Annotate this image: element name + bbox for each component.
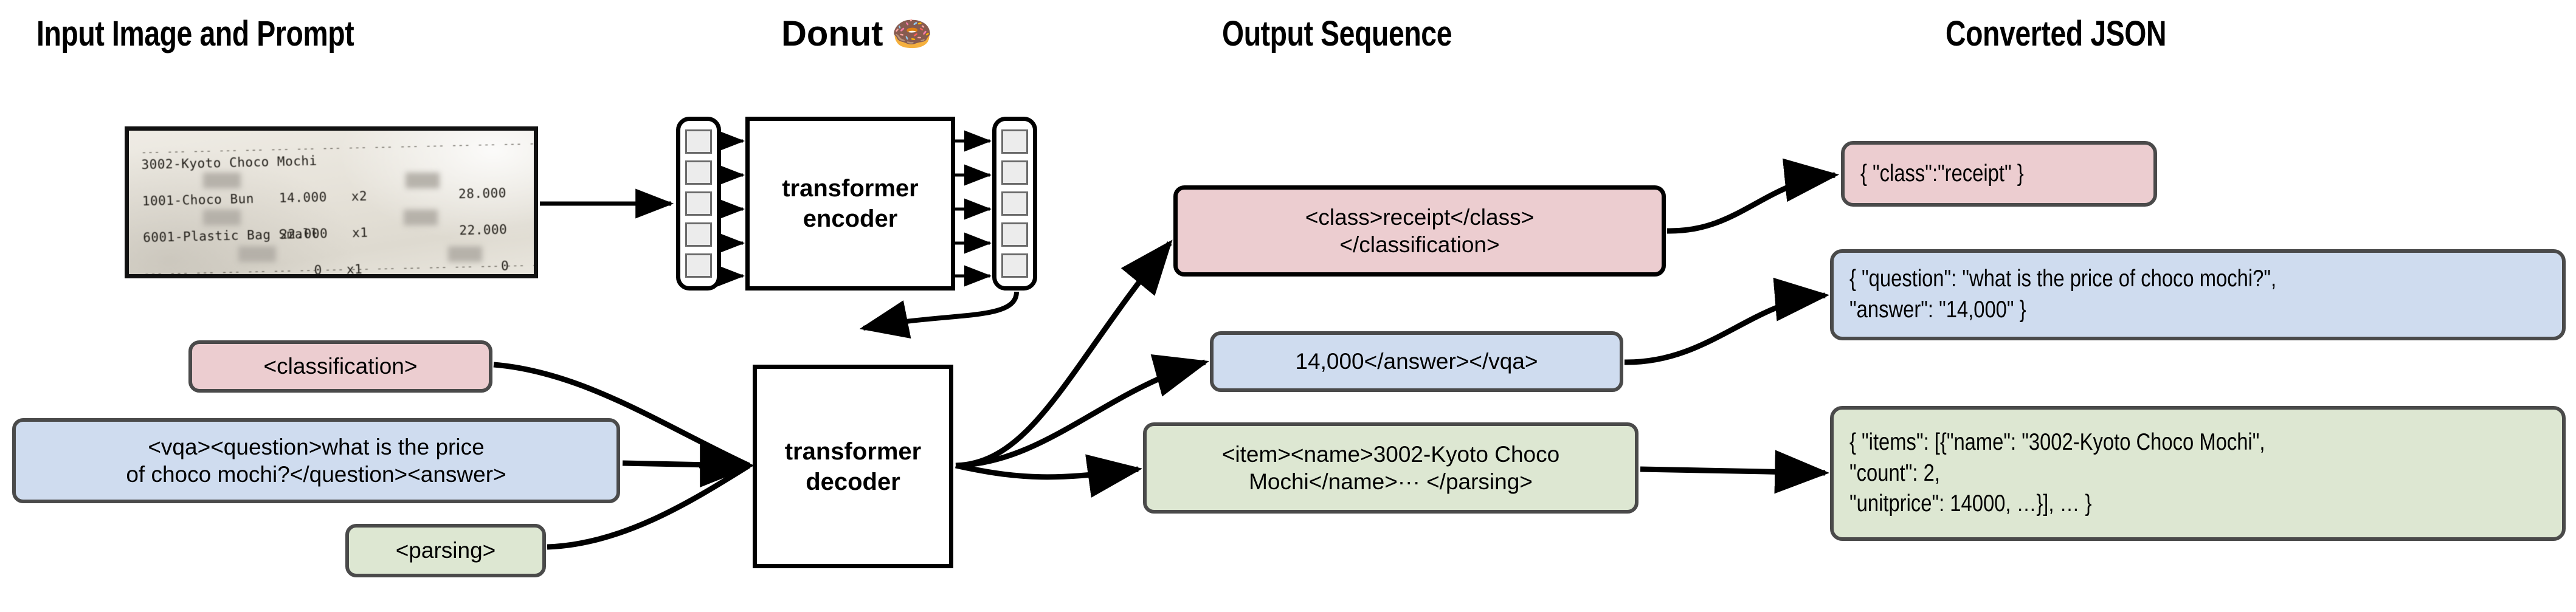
arrow-output-to-json-parsing — [1640, 450, 1830, 494]
receipt-redaction-1 — [203, 210, 241, 225]
encoder-input-token — [685, 222, 712, 247]
receipt-redaction-4 — [404, 210, 438, 225]
encoder-input-token — [685, 191, 712, 216]
arrow-encoder-to-decoder — [859, 291, 1019, 339]
output-vqa[interactable]: 14,000</answer></vqa> — [1210, 331, 1623, 392]
encoder-input-token — [685, 253, 712, 278]
json-vqa-text: { "question": "what is the price of choc… — [1849, 266, 2277, 323]
encoder-input-token-column — [676, 117, 721, 291]
arrow-output-to-json-classification — [1666, 158, 1840, 234]
receipt-redaction-5 — [448, 246, 482, 262]
arrow-decoder-to-output-parsing — [955, 454, 1143, 498]
prompt-vqa[interactable]: <vqa><question>what is the price of choc… — [12, 418, 620, 503]
donut-label: Donut — [781, 14, 883, 53]
arrow-decoder-to-output-classification — [955, 239, 1173, 469]
transformer-encoder-block: transformer encoder — [745, 117, 955, 291]
prompt-parsing[interactable]: <parsing> — [345, 524, 546, 577]
column-title-model: Donut 🍩 — [781, 13, 933, 54]
column-title-input: Input Image and Prompt — [36, 14, 354, 53]
arrow-encoder-to-tokens — [955, 130, 992, 287]
arrow-output-to-json-vqa — [1624, 277, 1830, 365]
encoder-output-token — [1001, 253, 1028, 278]
json-parsing[interactable]: { "items": [{"name": "3002-Kyoto Choco M… — [1830, 406, 2566, 541]
json-classification-text: { "class":"receipt" } — [1860, 160, 2024, 187]
donut-icon: 🍩 — [891, 15, 933, 52]
json-vqa[interactable]: { "question": "what is the price of choc… — [1830, 249, 2566, 340]
arrow-tokens-to-encoder — [717, 130, 745, 287]
column-title-output: Output Sequence — [1222, 14, 1452, 53]
receipt-image: --- --- --- --- --- --- --- --- --- --- … — [125, 126, 538, 278]
receipt-redaction-3 — [406, 173, 440, 188]
output-classification[interactable]: <class>receipt</class> </classification> — [1173, 185, 1666, 277]
transformer-decoder-block: transformer decoder — [753, 365, 953, 568]
encoder-output-token — [1001, 160, 1028, 185]
receipt-redaction-0 — [203, 173, 241, 188]
encoder-output-token — [1001, 222, 1028, 247]
encoder-output-token-column — [992, 117, 1037, 291]
output-parsing[interactable]: <item><name>3002-Kyoto Choco Mochi</name… — [1143, 422, 1638, 514]
encoder-output-token — [1001, 191, 1028, 216]
json-classification[interactable]: { "class":"receipt" } — [1841, 141, 2157, 207]
json-parsing-text: { "items": [{"name": "3002-Kyoto Choco M… — [1849, 428, 2265, 517]
encoder-output-token — [1001, 129, 1028, 154]
prompt-classification[interactable]: <classification> — [188, 340, 492, 393]
column-title-json: Converted JSON — [1946, 14, 2167, 53]
arrow-vqa-to-decoder — [622, 460, 750, 469]
encoder-input-token — [685, 160, 712, 185]
receipt-redaction-2 — [238, 246, 276, 262]
encoder-input-token — [685, 129, 712, 154]
